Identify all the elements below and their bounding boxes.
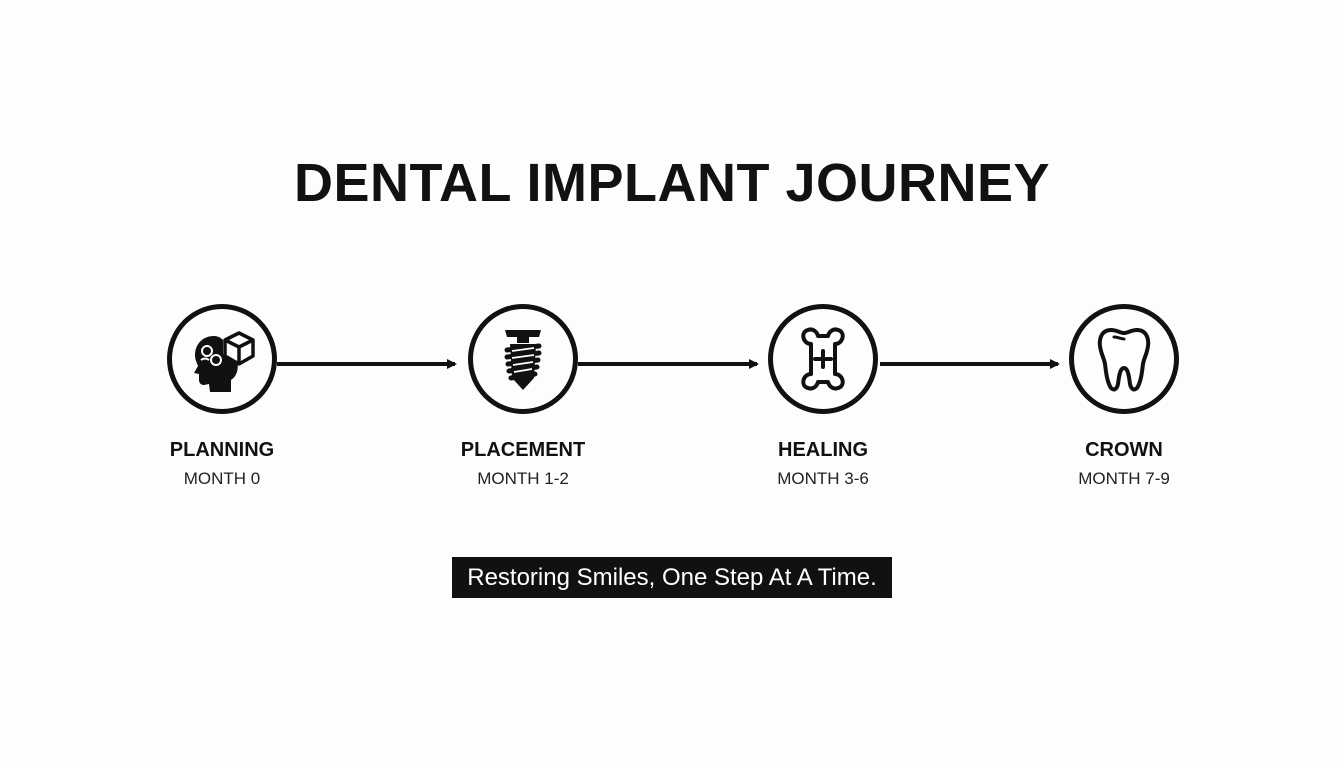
tagline-container: Restoring Smiles, One Step At A Time. (0, 557, 1344, 598)
diagram-title: DENTAL IMPLANT JOURNEY (293, 153, 1051, 213)
step-label: CROWN (1085, 439, 1163, 461)
step-time: MONTH 1-2 (477, 469, 569, 488)
step-label: PLANNING (169, 439, 275, 461)
step-planning: PLANNING MONTH 0 (122, 304, 322, 490)
step-label: HEALING (778, 439, 868, 461)
tooth-icon (1097, 328, 1151, 392)
step-circle (468, 304, 578, 414)
tagline: Restoring Smiles, One Step At A Time. (452, 557, 892, 598)
step-time: MONTH 0 (183, 469, 261, 488)
step-label: PLACEMENT (460, 439, 586, 461)
step-healing: HEALING MONTH 3-6 (723, 304, 923, 490)
step-placement: PLACEMENT MONTH 1-2 (423, 304, 623, 490)
head-cube-icon (194, 331, 255, 392)
step-time: MONTH 3-6 (777, 469, 869, 488)
step-circle (167, 304, 277, 414)
step-circle (1069, 304, 1179, 414)
step-crown: CROWN MONTH 7-9 (1024, 304, 1224, 490)
step-circle (768, 304, 878, 414)
bone-plus-icon (801, 327, 845, 391)
step-time: MONTH 7-9 (1078, 469, 1170, 488)
implant-screw-icon (504, 330, 542, 390)
